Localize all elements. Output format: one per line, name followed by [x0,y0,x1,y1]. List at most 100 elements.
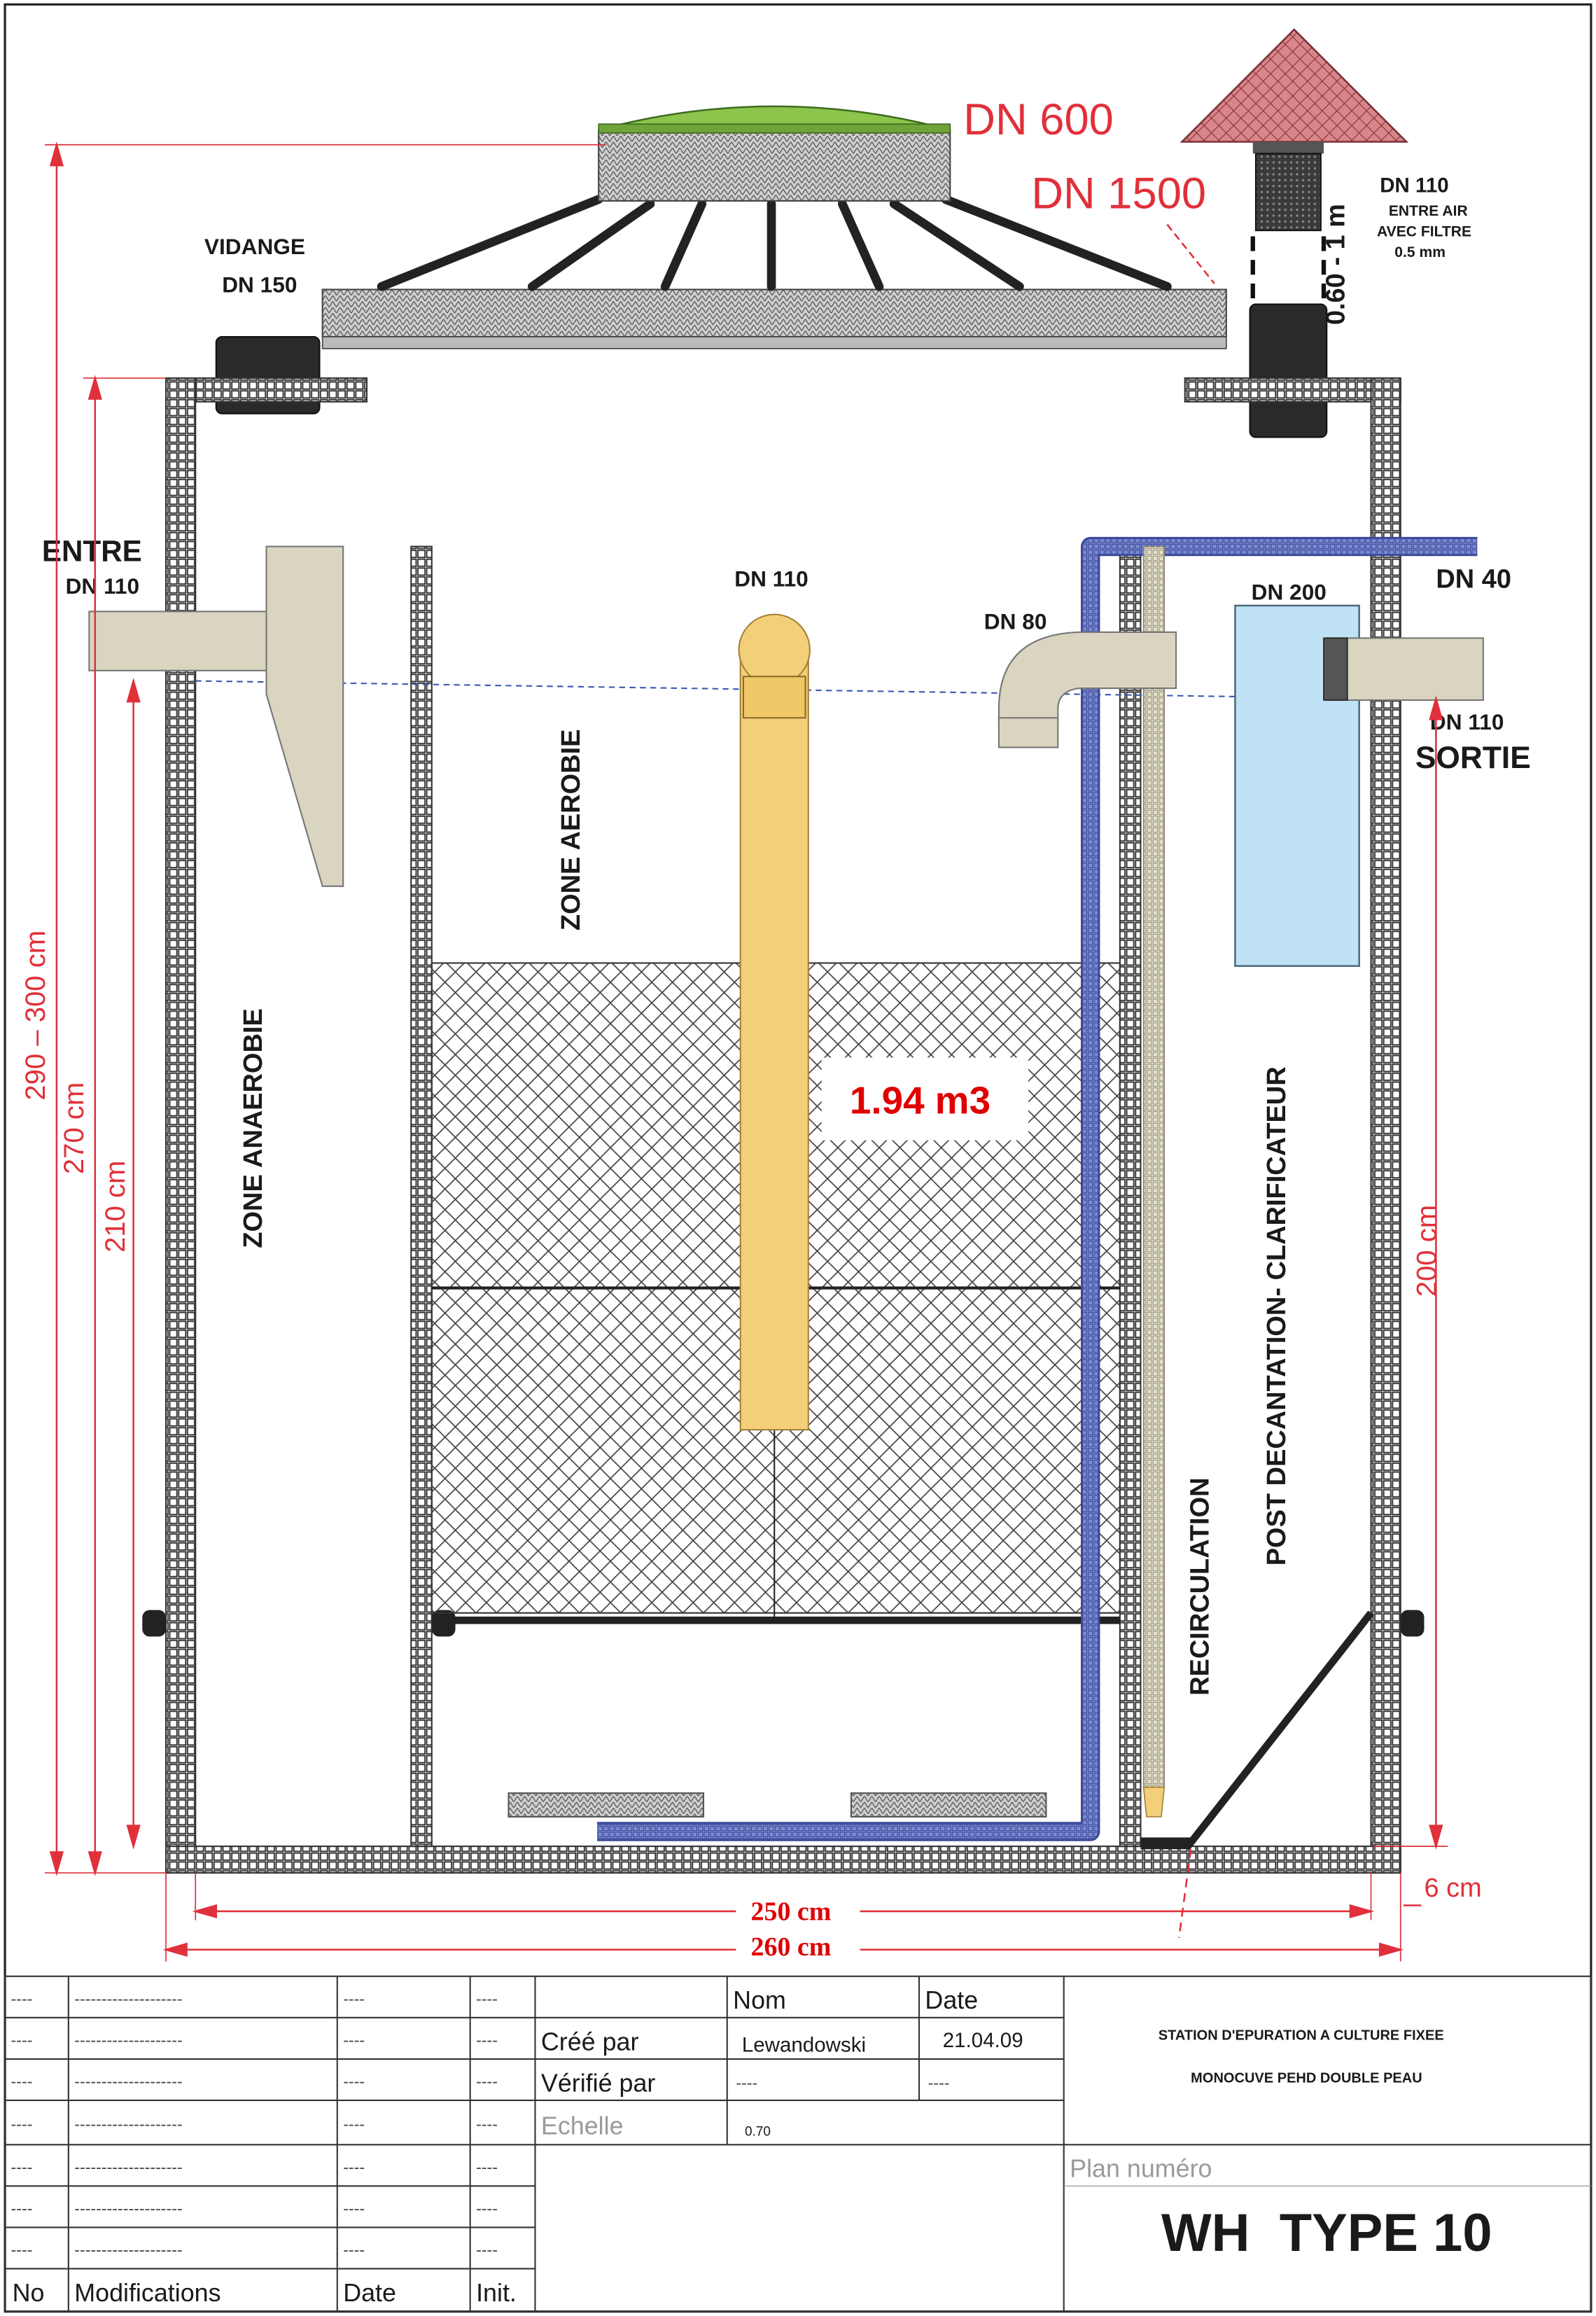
svg-text:----: ---- [476,2072,498,2091]
dim-270: 270 cm [59,1082,90,1174]
verif-nom: ---- [736,2074,757,2092]
dn1500-label: DN 1500 [1031,169,1206,218]
svg-text:--------------------: -------------------- [74,2031,182,2049]
svg-text:----: ---- [11,1990,33,2008]
svg-text:----: ---- [476,2158,498,2176]
svg-text:--------------------: -------------------- [74,2199,182,2217]
echelle-label: Echelle [541,2112,624,2140]
tank-walls [142,377,1424,1874]
svg-text:----: ---- [11,2031,33,2049]
plan-number: WH TYPE 10 [1161,2203,1492,2263]
recirculation-pipe [597,536,1478,1841]
svg-text:----: ---- [11,2199,33,2217]
modification-rows: ---- -------------------- ---- ---- ----… [11,1990,498,2259]
svg-text:----: ---- [343,2115,365,2133]
svg-text:----: ---- [343,1990,365,2008]
manhole-assembly [321,105,1227,349]
inlet-baffle [265,545,344,887]
tank-top-wall-right [1184,377,1401,403]
vent-filter [1254,153,1322,232]
svg-text:----: ---- [476,2199,498,2217]
cover-beam [321,288,1227,338]
dn40-label: DN 40 [1436,565,1511,594]
svg-text:----: ---- [476,2115,498,2133]
volume-box [821,1057,1029,1140]
svg-text:----: ---- [11,2241,33,2259]
svg-text:----: ---- [343,2158,365,2176]
vent-dn110-label: DN 110 [1380,174,1448,197]
dn600-label: DN 600 [963,95,1114,144]
avec-filtre-label: AVEC FILTRE [1377,224,1471,240]
diffuser-right [850,1792,1047,1818]
author-name: Lewandowski [742,2033,866,2056]
project-line-2: MONOCUVE PEHD DOUBLE PEAU [1191,2071,1422,2086]
project-line-1: STATION D'EPURATION A CULTURE FIXEE [1158,2028,1444,2043]
svg-text:----: ---- [11,2072,33,2091]
header-nom: Nom [733,1986,786,2014]
ventilation-assembly [1180,28,1409,438]
col-no-header: No [13,2279,45,2307]
dim-200: 200 cm [1411,1205,1442,1297]
clarifier-partition [1119,545,1142,1848]
zone-aerobie-label: ZONE AEROBIE [556,729,586,930]
vidange-dn-label: DN 150 [222,272,297,298]
tank-top-wall-left [164,377,368,403]
zone-anaerobie-label: ZONE ANAEROBIE [239,1008,268,1248]
svg-text:----: ---- [11,2115,33,2133]
verifie-par-label: Vérifié par [541,2069,655,2097]
svg-text:--------------------: -------------------- [74,2115,182,2133]
svg-text:----: ---- [343,2199,365,2217]
header-date: Date [925,1986,978,2014]
aerator-pipe [738,613,811,1431]
title-block [4,1975,1592,2312]
svg-text:--------------------: -------------------- [74,2072,182,2091]
recirculation-label: RECIRCULATION [1185,1477,1214,1695]
dn80-label: DN 80 [984,609,1047,634]
vent-pipe [1249,303,1328,438]
sortie-dn-label: DN 110 [1430,709,1504,734]
svg-text:----: ---- [476,2031,498,2049]
dn80-elbow [997,631,1177,748]
vent-height-label: 0.60 - 1 m [1322,204,1351,325]
verif-date: ---- [928,2074,950,2092]
dim-210: 210 cm [100,1161,131,1253]
plan-numero-label: Plan numéro [1070,2155,1212,2183]
anaerobic-partition [410,545,433,1848]
svg-text:--------------------: -------------------- [74,1990,182,2008]
recirculation-tube [1142,545,1166,1788]
entre-dn-label: DN 110 [66,573,139,599]
post-decantation-label: POST DECANTATION- CLARIFICATEUR [1262,1066,1292,1565]
vent-roof-icon [1180,28,1409,143]
aerator-dn110-label: DN 110 [734,566,808,592]
tank-left-wall [164,377,197,1874]
svg-text:----: ---- [476,1990,498,2008]
col-modifications-header: Modifications [74,2279,220,2307]
tank-bottom-wall [164,1846,1401,1874]
dim-6cm: 6 cm [1424,1874,1482,1903]
dim-260: 260 cm [750,1932,831,1962]
sortie-label: SORTIE [1415,741,1531,775]
scale-value: 0.70 [745,2125,771,2140]
col-init-header: Init. [476,2279,517,2307]
svg-text:----: ---- [476,2241,498,2259]
manhole-neck [598,129,951,202]
cree-par-label: Créé par [541,2028,639,2056]
outlet-pipe [1326,637,1484,702]
svg-text:----: ---- [343,2072,365,2091]
svg-text:----: ---- [11,2158,33,2176]
vidange-label: VIDANGE [204,234,305,259]
volume-label: 1.94 m3 [850,1079,990,1122]
dn200-label: DN 200 [1252,580,1326,605]
inlet-pipe [88,611,297,671]
dim-total-height: 290 – 300 cm [20,930,51,1101]
filtre-mm-label: 0.5 mm [1394,244,1446,260]
col-date-header: Date [343,2279,396,2307]
svg-text:----: ---- [343,2031,365,2049]
entre-air-label: ENTRE AIR [1389,203,1468,219]
svg-text:--------------------: -------------------- [74,2158,182,2176]
entre-label: ENTRE [42,535,142,568]
dim-250: 250 cm [750,1897,831,1927]
sloped-baffle [1184,1610,1374,1849]
diffuser-left [507,1792,705,1818]
